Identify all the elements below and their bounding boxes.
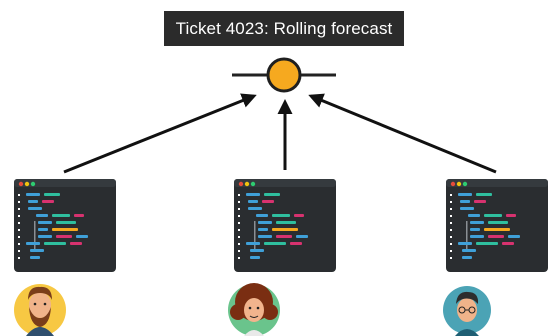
code-editor-middle-icon [234,179,336,272]
hub-circle [266,57,302,93]
arrow-left [63,93,257,174]
code-editor-left-icon [14,179,116,272]
bearded-developer-avatar-icon [14,284,66,336]
curly-haired-developer-avatar-icon [228,283,280,336]
diagram-title: Ticket 4023: Rolling forecast [164,11,404,46]
developer-with-glasses-avatar-icon [443,286,491,336]
code-editor-right-icon [446,179,548,272]
merge-hub [232,57,336,93]
arrow-right [308,93,497,174]
